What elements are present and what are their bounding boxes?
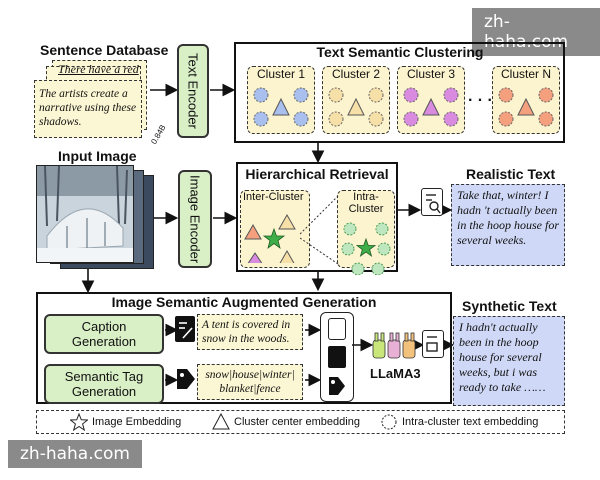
llama3-label: LLaMA3 — [370, 366, 421, 381]
cluster-3-label: Cluster 3 — [406, 67, 456, 81]
inter-cluster-label: Inter-Cluster — [243, 191, 304, 203]
text-encoder-label: Text Encoder — [185, 53, 201, 129]
cluster-n-shapes — [498, 87, 554, 127]
legend-triangle-icon — [212, 413, 230, 430]
cluster-3-shapes — [403, 87, 459, 127]
cluster-3: Cluster 3 — [397, 66, 465, 134]
llama-mascot-icon — [372, 332, 416, 359]
legend-triangle-label: Cluster center embedding — [234, 416, 360, 428]
image-encoder-label: Image Encoder — [187, 174, 203, 264]
realistic-text-title: Realistic Text — [466, 166, 556, 182]
input-image-title: Input Image — [58, 148, 137, 164]
watermark-top: zh-haha.com — [472, 8, 600, 56]
cluster-1: Cluster 1 — [247, 66, 315, 134]
caption-generation-label: Caption Generation — [71, 319, 137, 349]
augmented-generation-title: Image Semantic Augmented Generation — [111, 294, 377, 310]
prompt-stack — [320, 312, 354, 402]
prompt-tag-icon — [327, 375, 347, 402]
watermark-bottom: zh-haha.com — [8, 440, 142, 468]
legend-circle-icon — [381, 414, 397, 430]
tag-icon — [175, 366, 197, 392]
text-semantic-clustering-panel — [234, 42, 565, 143]
inter-cluster-box: Inter-Cluster — [240, 190, 310, 268]
synthetic-text-title: Synthetic Text — [462, 298, 557, 314]
hierarchical-retrieval-panel — [236, 162, 398, 272]
legend-circle-label: Intra-cluster text embedding — [402, 416, 539, 428]
caption-generation-box: Caption Generation — [44, 314, 164, 354]
caption-text-box: A tent is covered in snow in the woods. — [197, 314, 303, 350]
cluster-2: Cluster 2 — [322, 66, 390, 134]
synthetic-text-box: I hadn't actually been in the hoop house… — [453, 316, 565, 406]
intra-cluster-shapes — [341, 222, 391, 276]
realistic-text-box: Take that, winter! I hadn 't actually be… — [451, 184, 565, 266]
legend — [36, 410, 565, 434]
hierarchical-retrieval-title: Hierarchical Retrieval — [245, 166, 389, 182]
cluster-1-shapes — [253, 87, 309, 127]
text-encoder: Text Encoder — [177, 44, 209, 138]
inter-to-intra-zoom-lines — [300, 195, 339, 265]
semantic-tag-generation-box: Semantic Tag Generation — [44, 364, 164, 404]
sentence-card-front: The artists create a narrative using the… — [34, 80, 142, 138]
cluster-n: Cluster N — [492, 66, 560, 134]
prompt-search-doc-icon — [328, 318, 346, 340]
legend-star-icon — [70, 413, 88, 431]
inter-cluster-shapes — [244, 213, 296, 266]
cluster-1-label: Cluster 1 — [256, 67, 306, 81]
cluster-ellipsis: · · · — [468, 92, 493, 109]
input-image-photo — [36, 165, 134, 263]
caption-edit-icon — [175, 316, 195, 342]
prompt-edit-icon — [328, 346, 346, 368]
cluster-n-label: Cluster N — [500, 67, 551, 81]
sentence-database-title: Sentence Database — [40, 42, 169, 58]
augmented-generation-panel — [36, 292, 452, 404]
cluster-2-shapes — [328, 87, 384, 127]
cluster-2-label: Cluster 2 — [331, 67, 381, 81]
intra-cluster-box: Intra-Cluster — [337, 190, 395, 276]
tag-text-box: snow|house|winter| blanket|fence — [197, 364, 303, 400]
image-encoder: Image Encoder — [178, 170, 212, 268]
sentence-card-back-text: There have a red — [58, 62, 139, 76]
legend-star-label: Image Embedding — [92, 416, 182, 428]
semantic-tag-generation-label: Semantic Tag Generation — [64, 369, 144, 399]
search-doc-icon — [421, 188, 443, 216]
intra-cluster-label: Intra-Cluster — [348, 191, 384, 215]
generated-doc-icon — [422, 330, 444, 358]
text-semantic-clustering-title: Text Semantic Clustering — [316, 44, 484, 60]
